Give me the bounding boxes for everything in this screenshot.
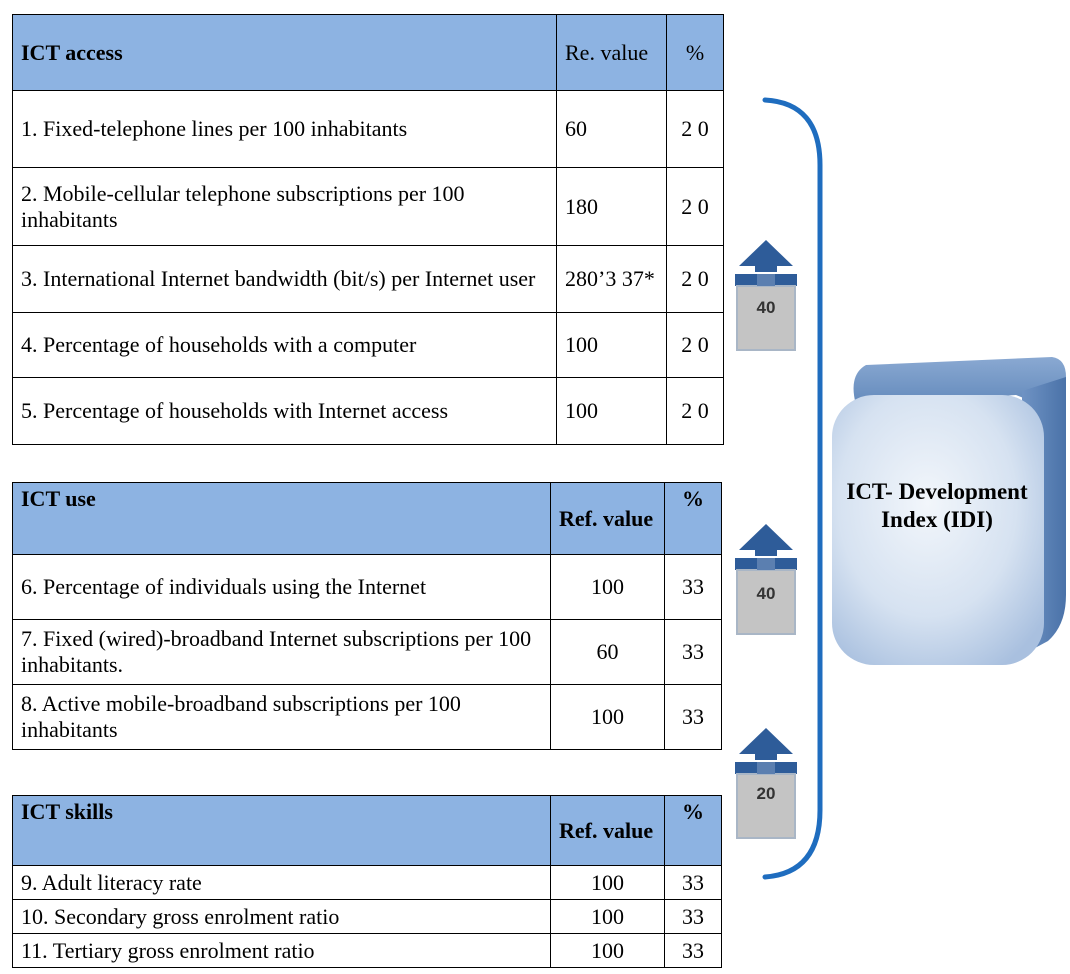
- indicator-label: 2. Mobile-cellular telephone subscriptio…: [12, 167, 557, 246]
- ref-value: 100: [556, 377, 667, 445]
- weight-pct: 2 0: [666, 90, 724, 168]
- ict-access-header-value: Re. value: [556, 14, 667, 91]
- indicator-label: 5. Percentage of households with Interne…: [12, 377, 557, 445]
- weight-pct: 33: [664, 619, 722, 685]
- weight-pct: 2 0: [666, 377, 724, 445]
- ict-skills-header-row: ICT skills Ref. value %: [12, 795, 722, 866]
- indicator-label: 3. International Internet bandwidth (bit…: [12, 245, 557, 313]
- table-row: 1. Fixed-telephone lines per 100 inhabit…: [12, 90, 724, 168]
- ref-value: 100: [556, 312, 667, 378]
- idi-label: ICT- Development Index (IDI): [846, 479, 1028, 532]
- ict-skills-table: ICT skills Ref. value % 9. Adult literac…: [12, 795, 722, 968]
- table-row: 3. International Internet bandwidth (bit…: [12, 245, 724, 313]
- ict-use-header-value: Ref. value: [550, 482, 665, 555]
- ict-access-header-pct: %: [666, 14, 724, 91]
- ict-skills-header-label: ICT skills: [12, 795, 551, 866]
- weight-label: 20: [756, 784, 776, 803]
- weight-pct: 2 0: [666, 167, 724, 246]
- indicator-label: 4. Percentage of households with a compu…: [12, 312, 557, 378]
- table-row: 7. Fixed (wired)-broadband Internet subs…: [12, 619, 722, 685]
- indicator-label: 10. Secondary gross enrolment ratio: [12, 899, 551, 934]
- ict-access-header-row: ICT access Re. value %: [12, 14, 724, 91]
- ict-skills-header-value: Ref. value: [550, 795, 665, 866]
- ref-value: 60: [556, 90, 667, 168]
- arrow-up-icon: 40: [733, 522, 799, 638]
- table-row: 9. Adult literacy rate 100 33: [12, 865, 722, 900]
- ref-value: 180: [556, 167, 667, 246]
- ref-value: 100: [550, 933, 665, 968]
- indicator-label: 11. Tertiary gross enrolment ratio: [12, 933, 551, 968]
- weight-label: 40: [756, 298, 776, 317]
- ref-value: 60: [550, 619, 665, 685]
- table-row: 2. Mobile-cellular telephone subscriptio…: [12, 167, 724, 246]
- weight-pct: 33: [664, 933, 722, 968]
- ict-use-header-pct: %: [664, 482, 722, 555]
- idi-box: [832, 357, 1066, 665]
- weight-pct: 2 0: [666, 312, 724, 378]
- indicator-label: 1. Fixed-telephone lines per 100 inhabit…: [12, 90, 557, 168]
- ref-value: 280’3 37*: [556, 245, 667, 313]
- weight-pct: 2 0: [666, 245, 724, 313]
- ict-access-header-label: ICT access: [12, 14, 557, 91]
- ref-value: 100: [550, 865, 665, 900]
- weight-pct: 33: [664, 684, 722, 750]
- table-row: 8. Active mobile-broadband subscriptions…: [12, 684, 722, 750]
- table-row: 10. Secondary gross enrolment ratio 100 …: [12, 899, 722, 934]
- table-row: 6. Percentage of individuals using the I…: [12, 554, 722, 620]
- arrow-up-icon: 20: [733, 726, 799, 842]
- ict-use-header-row: ICT use Ref. value %: [12, 482, 722, 555]
- indicator-label: 9. Adult literacy rate: [12, 865, 551, 900]
- ict-skills-header-pct: %: [664, 795, 722, 866]
- ict-access-table: ICT access Re. value % 1. Fixed-telephon…: [12, 14, 724, 445]
- weight-pct: 33: [664, 865, 722, 900]
- table-row: 11. Tertiary gross enrolment ratio 100 3…: [12, 933, 722, 968]
- ref-value: 100: [550, 554, 665, 620]
- table-row: 5. Percentage of households with Interne…: [12, 377, 724, 445]
- grouping-brace: [762, 97, 823, 880]
- indicator-label: 6. Percentage of individuals using the I…: [12, 554, 551, 620]
- weight-label: 40: [756, 584, 776, 603]
- indicator-label: 7. Fixed (wired)-broadband Internet subs…: [12, 619, 551, 685]
- ict-use-table: ICT use Ref. value % 6. Percentage of in…: [12, 482, 722, 750]
- arrow-up-icon: 40: [733, 238, 799, 354]
- weight-pct: 33: [664, 554, 722, 620]
- ref-value: 100: [550, 899, 665, 934]
- table-row: 4. Percentage of households with a compu…: [12, 312, 724, 378]
- ref-value: 100: [550, 684, 665, 750]
- indicator-label: 8. Active mobile-broadband subscriptions…: [12, 684, 551, 750]
- weight-pct: 33: [664, 899, 722, 934]
- ict-use-header-label: ICT use: [12, 482, 551, 555]
